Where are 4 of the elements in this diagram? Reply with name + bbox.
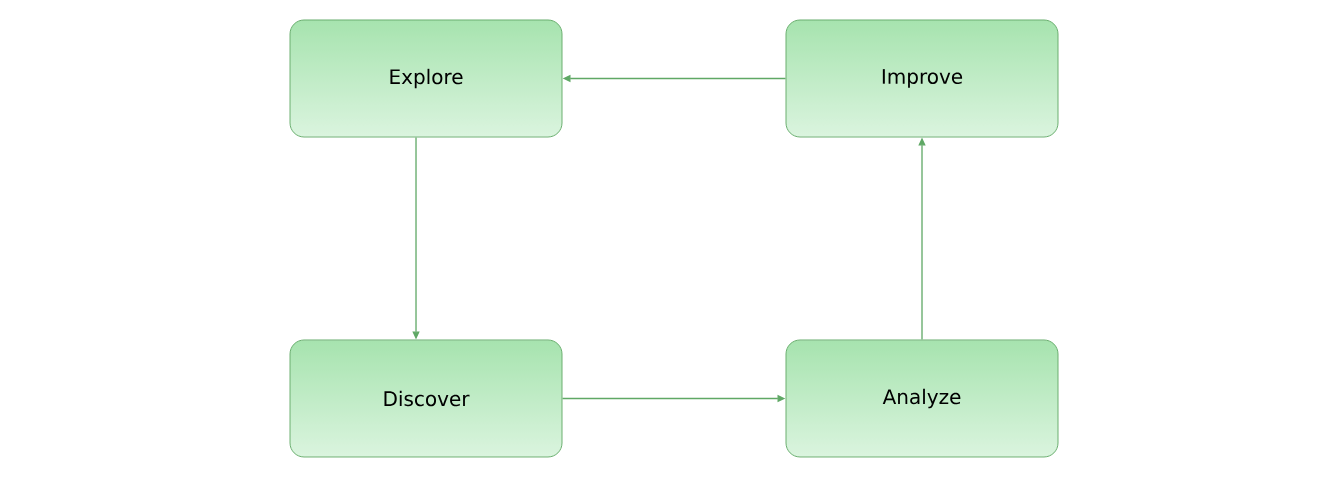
process-box: Explore <box>289 19 563 138</box>
process-box: Discover <box>289 339 563 458</box>
process-box: Improve <box>785 19 1059 138</box>
process-box: Analyze <box>785 339 1059 458</box>
